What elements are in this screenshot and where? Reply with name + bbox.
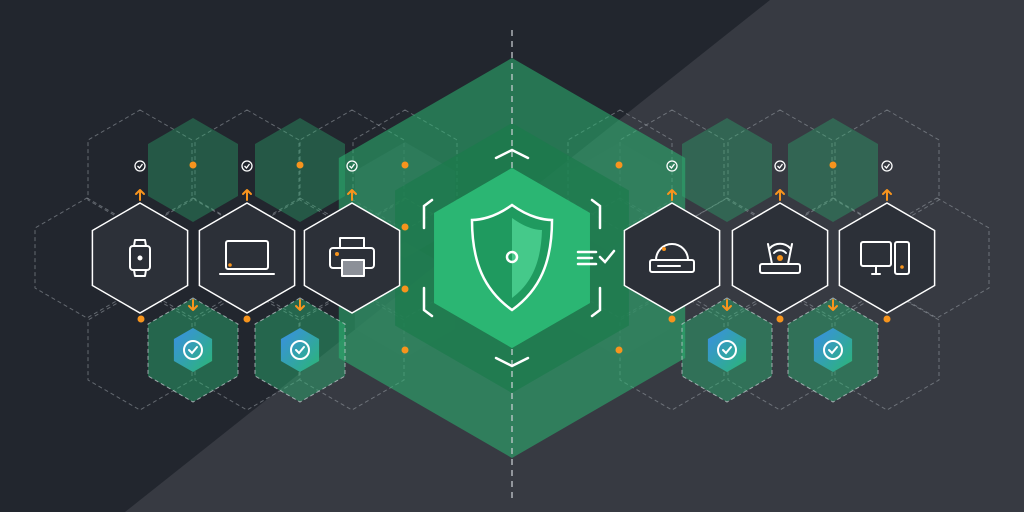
drive-dome: [655, 243, 689, 261]
protected-badge: [173, 328, 213, 372]
check-mark: [722, 346, 732, 355]
connection-dot: [668, 315, 676, 323]
wifi-waves: [769, 242, 791, 254]
connection-dot: [296, 161, 304, 169]
router-body: [759, 263, 801, 274]
shield-icon: [470, 203, 554, 312]
arrow-up-icon: [347, 189, 357, 201]
arrow-up-icon: [667, 189, 677, 201]
small-check-mark: [244, 163, 251, 169]
router-led: [777, 255, 783, 261]
laptop-icon: [219, 240, 275, 275]
watch-body: [129, 245, 151, 271]
check-mark: [295, 346, 305, 355]
tower-led: [900, 265, 904, 269]
drive-led: [662, 247, 666, 251]
scan-bracket-left-top: [422, 198, 434, 230]
arrow-down-icon: [828, 299, 838, 311]
printer-icon: [329, 237, 375, 277]
small-check-mark: [349, 163, 356, 169]
check-mark: [188, 346, 198, 355]
drive-body: [649, 259, 695, 273]
small-check-mark: [669, 163, 676, 169]
laptop-led: [228, 263, 232, 267]
protected-badge: [707, 328, 747, 372]
arrow-up-icon: [242, 189, 252, 201]
connection-dot: [615, 346, 623, 354]
watch-strap: [133, 239, 147, 277]
nas-drive-icon: [649, 243, 695, 273]
desktop-computer-icon: [860, 241, 910, 275]
green-hex: [255, 118, 345, 222]
device-hex: [838, 202, 936, 314]
small-check-icon: [346, 160, 358, 172]
protected-badge: [280, 328, 320, 372]
connection-dot: [401, 285, 409, 293]
connection-dot: [401, 346, 409, 354]
arrow-down-icon: [722, 299, 732, 311]
tower: [894, 241, 910, 275]
small-check-mark: [884, 163, 891, 169]
scan-bracket-left-bottom: [422, 286, 434, 318]
device-hex: [623, 202, 721, 314]
small-check-mark: [777, 163, 784, 169]
shield-highlight: [512, 218, 542, 298]
connection-dot: [137, 315, 145, 323]
scan-bracket-bottom: [494, 356, 530, 368]
small-check-icon: [241, 160, 253, 172]
green-hex: [148, 118, 238, 222]
connection-dot: [243, 315, 251, 323]
device-hex: [303, 202, 401, 314]
connection-dot: [776, 315, 784, 323]
check-circle-icon: [823, 340, 843, 360]
green-hex: [682, 118, 772, 222]
connection-dot: [883, 315, 891, 323]
scan-bracket-top: [494, 148, 530, 160]
check-mark: [598, 249, 616, 264]
arrow-up-icon: [135, 189, 145, 201]
connection-dot: [189, 161, 197, 169]
check-mark: [828, 346, 838, 355]
connection-dot: [401, 161, 409, 169]
check-circle-icon: [183, 340, 203, 360]
laptop-screen: [225, 240, 269, 270]
arrow-up-icon: [882, 189, 892, 201]
connection-dot: [615, 161, 623, 169]
green-hex: [788, 118, 878, 222]
monitor-stand: [871, 265, 881, 275]
small-check-icon: [774, 160, 786, 172]
small-check-mark: [137, 163, 144, 169]
arrow-up-icon: [775, 189, 785, 201]
wifi-router-icon: [759, 242, 801, 274]
connection-dot: [829, 161, 837, 169]
scan-complete-icon: [576, 249, 616, 266]
small-check-icon: [134, 160, 146, 172]
router-antennas: [767, 243, 793, 265]
arrow-down-icon: [188, 299, 198, 311]
check-circle-icon: [717, 340, 737, 360]
watch-dot: [137, 255, 143, 261]
shield-keyhole: [505, 250, 519, 264]
printer-led: [335, 252, 339, 256]
device-hex: [198, 202, 296, 314]
printer-paper-out: [341, 259, 365, 277]
scan-bracket-right-top: [590, 198, 602, 230]
arrow-down-icon: [295, 299, 305, 311]
connection-dot: [401, 223, 409, 231]
protected-badge: [813, 328, 853, 372]
small-check-icon: [666, 160, 678, 172]
scan-bracket-right-bottom: [590, 286, 602, 318]
check-circle-icon: [290, 340, 310, 360]
small-check-icon: [881, 160, 893, 172]
smartwatch-icon: [129, 239, 151, 277]
